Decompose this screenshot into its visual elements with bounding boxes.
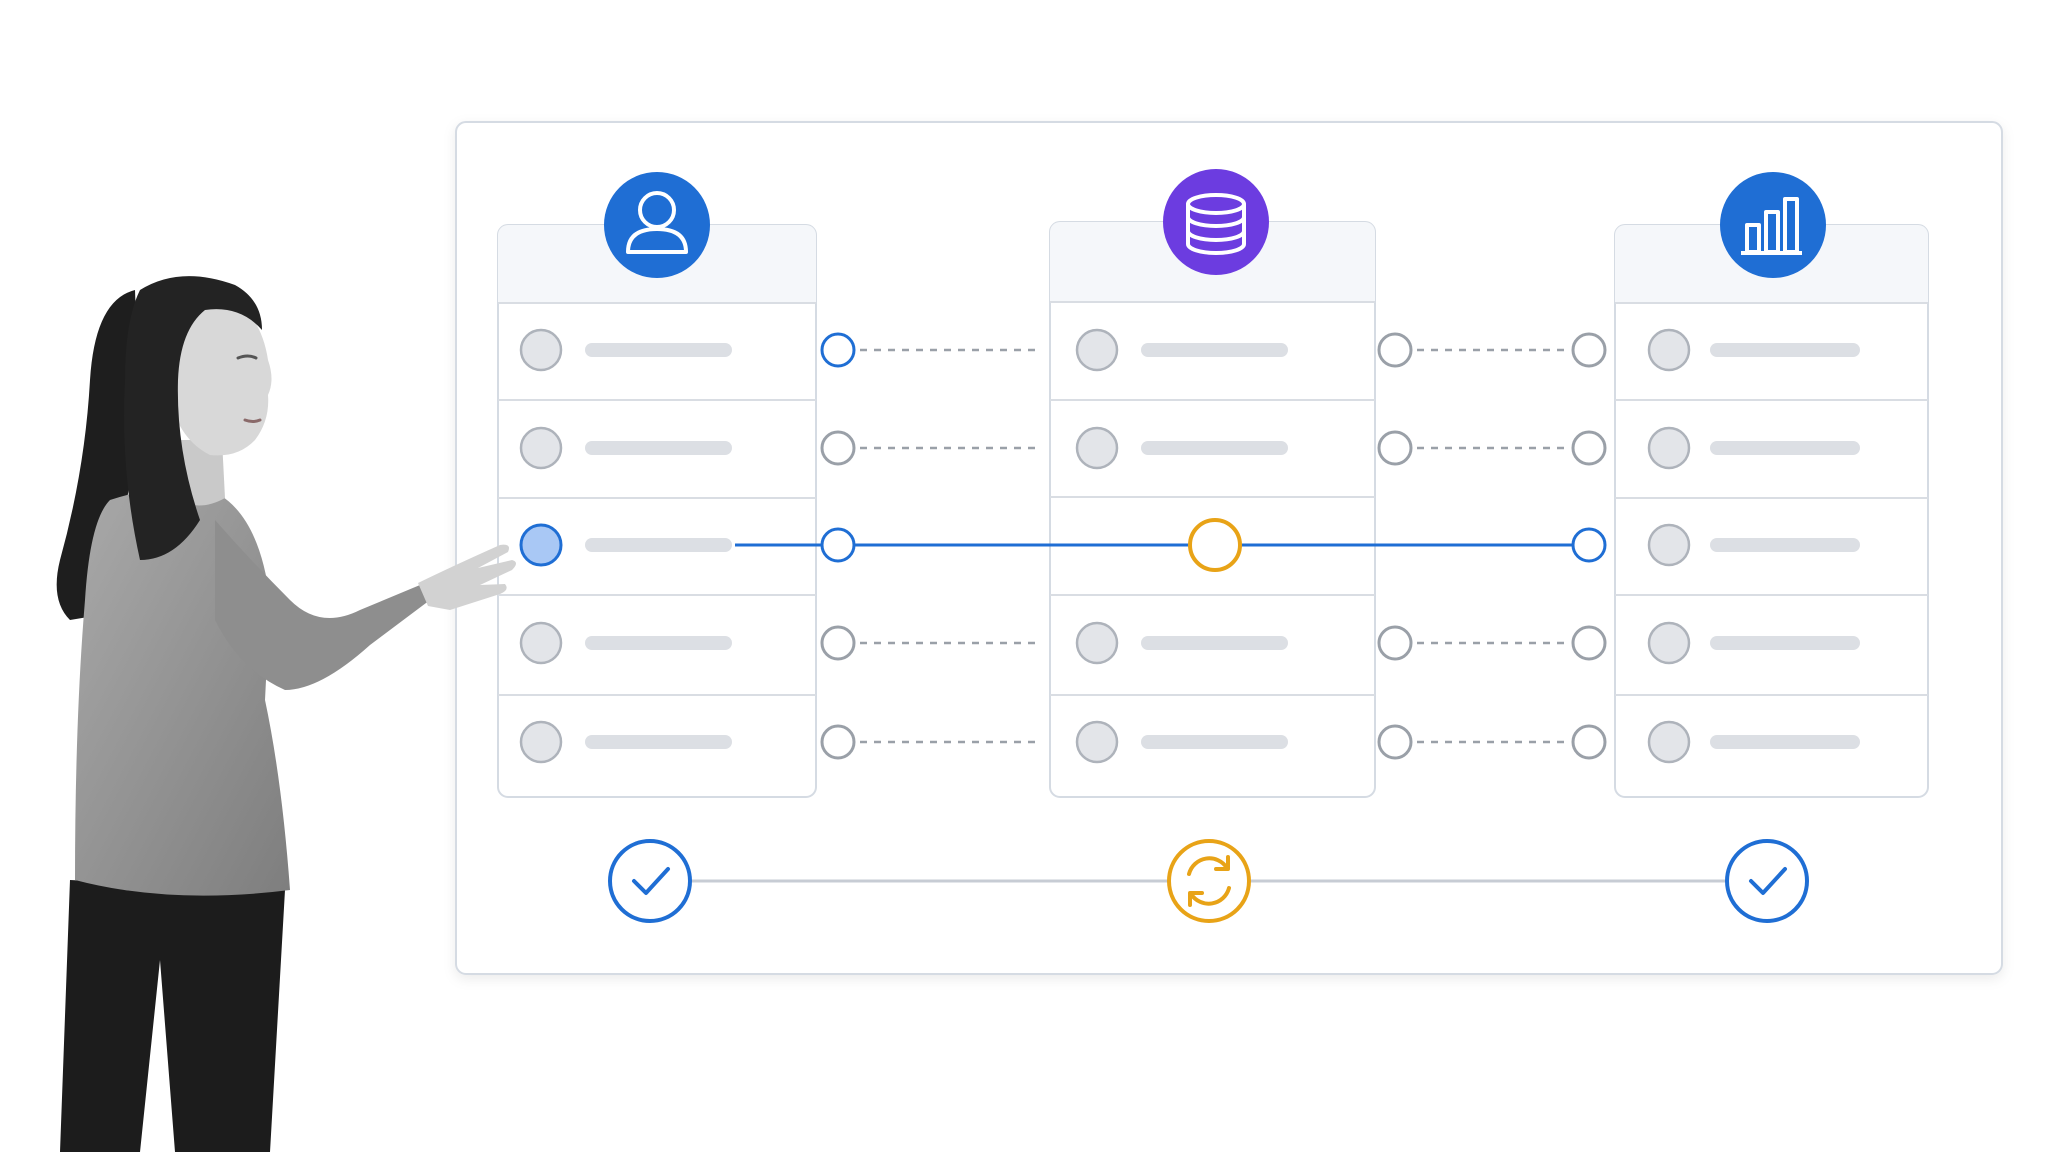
row-text-placeholder xyxy=(1710,343,1860,357)
mapping-port[interactable] xyxy=(1571,527,1607,563)
row-text-placeholder xyxy=(1141,735,1288,749)
row-text-placeholder xyxy=(585,441,732,455)
check-icon xyxy=(632,867,670,895)
mapping-port[interactable] xyxy=(820,625,856,661)
mapping-port[interactable] xyxy=(820,527,856,563)
mapping-port[interactable] xyxy=(1377,625,1413,661)
row-text-placeholder xyxy=(1141,636,1288,650)
database-list-item[interactable] xyxy=(1075,426,1288,470)
database-header-badge[interactable] xyxy=(1163,169,1269,275)
connectors-layer xyxy=(860,348,1567,744)
analytics-list-item[interactable] xyxy=(1647,621,1860,665)
analytics-list-item[interactable] xyxy=(1647,426,1860,470)
step-1-status[interactable] xyxy=(608,839,692,923)
row-text-placeholder xyxy=(1710,538,1860,552)
mapping-port[interactable] xyxy=(1377,332,1413,368)
database-list-item[interactable] xyxy=(1075,328,1288,372)
users-list-item[interactable] xyxy=(519,426,732,470)
database-icon xyxy=(1186,193,1246,255)
row-bullet xyxy=(519,720,563,764)
mapping-port[interactable] xyxy=(1377,724,1413,760)
row-bullet xyxy=(1647,621,1691,665)
presenter-person xyxy=(56,276,516,1152)
row-text-placeholder xyxy=(585,636,732,650)
mapping-port[interactable] xyxy=(1571,332,1607,368)
row-bullet xyxy=(1075,621,1119,665)
mapping-port[interactable] xyxy=(820,724,856,760)
active-mapping-path xyxy=(735,518,1589,572)
users-header-badge[interactable] xyxy=(604,172,710,278)
row-bullet xyxy=(1647,328,1691,372)
mapping-port[interactable] xyxy=(820,430,856,466)
row-bullet xyxy=(1075,426,1119,470)
row-text-placeholder xyxy=(585,735,732,749)
ports-layer xyxy=(820,332,1607,760)
mapping-port[interactable] xyxy=(1571,430,1607,466)
analytics-list-item[interactable] xyxy=(1647,328,1860,372)
row-bullet xyxy=(1075,328,1119,372)
row-text-placeholder xyxy=(1710,636,1860,650)
row-bullet xyxy=(1075,720,1119,764)
row-bullet xyxy=(1647,720,1691,764)
mapping-port[interactable] xyxy=(820,332,856,368)
database-list-item[interactable] xyxy=(1075,720,1288,764)
step-3-status[interactable] xyxy=(1725,839,1809,923)
step-2-status[interactable] xyxy=(1167,839,1251,923)
sync-status-timeline xyxy=(608,839,1809,923)
database-list-item[interactable] xyxy=(1075,621,1288,665)
row-text-placeholder xyxy=(585,538,732,552)
users-list-item[interactable] xyxy=(519,328,732,372)
sync-icon xyxy=(1187,855,1231,907)
analytics-list-item[interactable] xyxy=(1647,523,1860,567)
row-text-placeholder xyxy=(1141,343,1288,357)
users-list-item[interactable] xyxy=(519,621,732,665)
row-bullet xyxy=(519,621,563,665)
mapping-port[interactable] xyxy=(1377,430,1413,466)
column-card-database xyxy=(1049,221,1376,798)
row-bullet xyxy=(519,426,563,470)
bar-chart-icon xyxy=(1741,197,1802,255)
row-bullet xyxy=(1647,426,1691,470)
mapping-port[interactable] xyxy=(1571,724,1607,760)
row-text-placeholder xyxy=(1141,441,1288,455)
user-icon xyxy=(626,191,688,254)
analytics-list-item[interactable] xyxy=(1647,720,1860,764)
users-list-item[interactable] xyxy=(519,523,732,567)
check-icon xyxy=(1749,867,1787,895)
rows-layer xyxy=(519,328,1860,764)
users-list-item[interactable] xyxy=(519,720,732,764)
row-bullet xyxy=(1647,523,1691,567)
active-hub-node[interactable] xyxy=(1188,518,1242,572)
row-bullet xyxy=(519,523,563,567)
column-card-analytics xyxy=(1614,224,1929,798)
analytics-header-badge[interactable] xyxy=(1720,172,1826,278)
row-text-placeholder xyxy=(1710,735,1860,749)
mapping-port[interactable] xyxy=(1571,625,1607,661)
column-card-users xyxy=(497,224,817,798)
row-bullet xyxy=(519,328,563,372)
row-text-placeholder xyxy=(1710,441,1860,455)
row-text-placeholder xyxy=(585,343,732,357)
